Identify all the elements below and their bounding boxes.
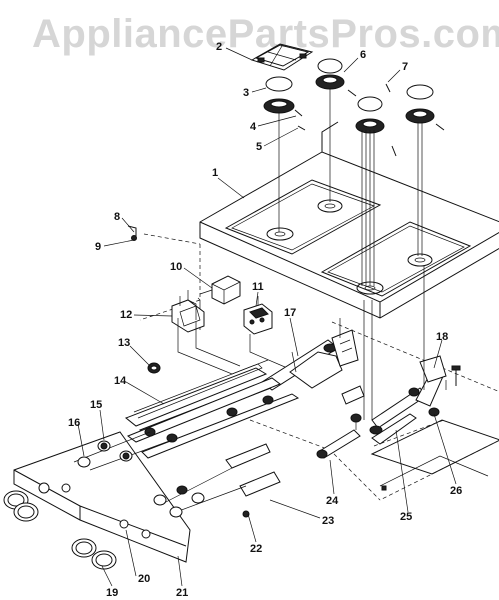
base-panel bbox=[370, 419, 499, 491]
callout-2: 2 bbox=[216, 41, 222, 53]
alignment-lines bbox=[278, 88, 423, 286]
callout-4: 4 bbox=[250, 121, 257, 133]
spark-module[interactable] bbox=[197, 275, 241, 330]
callout-11: 11 bbox=[252, 281, 264, 293]
callout-25: 25 bbox=[400, 511, 412, 523]
control-knob-4[interactable] bbox=[91, 550, 117, 570]
callout-3: 3 bbox=[243, 87, 249, 99]
control-knob-3[interactable] bbox=[71, 538, 97, 558]
burner-cap-front-right[interactable] bbox=[355, 96, 385, 134]
watermark: AppliancePartsPros.com bbox=[32, 12, 499, 56]
callout-7: 7 bbox=[402, 61, 408, 73]
callout-15: 15 bbox=[90, 399, 102, 411]
knob-bezels-left[interactable] bbox=[77, 440, 133, 468]
callout-23: 23 bbox=[322, 515, 334, 527]
burner-tube-left[interactable] bbox=[261, 339, 343, 391]
orifice-fitting[interactable] bbox=[147, 362, 161, 374]
burner-cap-rear-right[interactable] bbox=[405, 84, 435, 124]
burner-tube-right-rear[interactable] bbox=[415, 355, 447, 417]
callout-24: 24 bbox=[326, 495, 339, 507]
valve-rail[interactable] bbox=[126, 377, 300, 459]
valve-body-center bbox=[331, 329, 365, 405]
callout-14: 14 bbox=[114, 375, 127, 387]
gas-manifold[interactable] bbox=[125, 363, 277, 437]
callout-21: 21 bbox=[176, 587, 188, 599]
mounting-screw-18[interactable] bbox=[451, 365, 461, 386]
mounting-bracket[interactable] bbox=[171, 290, 205, 333]
callout-1: 1 bbox=[212, 167, 218, 179]
burner-tube-center[interactable] bbox=[316, 413, 362, 459]
callout-20: 20 bbox=[138, 573, 150, 585]
callout-8: 8 bbox=[114, 211, 120, 223]
spark-switch[interactable] bbox=[243, 296, 273, 335]
callout-9: 9 bbox=[95, 241, 101, 253]
callout-22: 22 bbox=[250, 543, 262, 555]
burner-cap-rear-left[interactable] bbox=[315, 58, 345, 90]
burner-grate[interactable] bbox=[250, 43, 314, 71]
control-panel[interactable] bbox=[13, 431, 191, 563]
leader-lines bbox=[77, 47, 457, 587]
control-knob-2[interactable] bbox=[13, 502, 39, 522]
electrode-screws bbox=[294, 83, 445, 157]
callout-18: 18 bbox=[436, 331, 448, 343]
callout-10: 10 bbox=[170, 261, 182, 273]
cooktop[interactable] bbox=[199, 121, 499, 319]
callout-16: 16 bbox=[68, 417, 80, 429]
callout-6: 6 bbox=[360, 49, 366, 61]
callout-26: 26 bbox=[450, 485, 462, 497]
valve-assembly[interactable] bbox=[144, 395, 281, 518]
screw-8-9[interactable] bbox=[127, 225, 137, 241]
knob-bezels-right[interactable] bbox=[153, 485, 205, 518]
support-lines bbox=[339, 266, 425, 420]
burner-cap-front-left[interactable] bbox=[263, 76, 295, 114]
callout-19: 19 bbox=[106, 587, 118, 599]
callout-17: 17 bbox=[284, 307, 296, 319]
callout-13: 13 bbox=[118, 337, 130, 349]
callout-5: 5 bbox=[256, 141, 262, 153]
callout-12: 12 bbox=[120, 309, 132, 321]
